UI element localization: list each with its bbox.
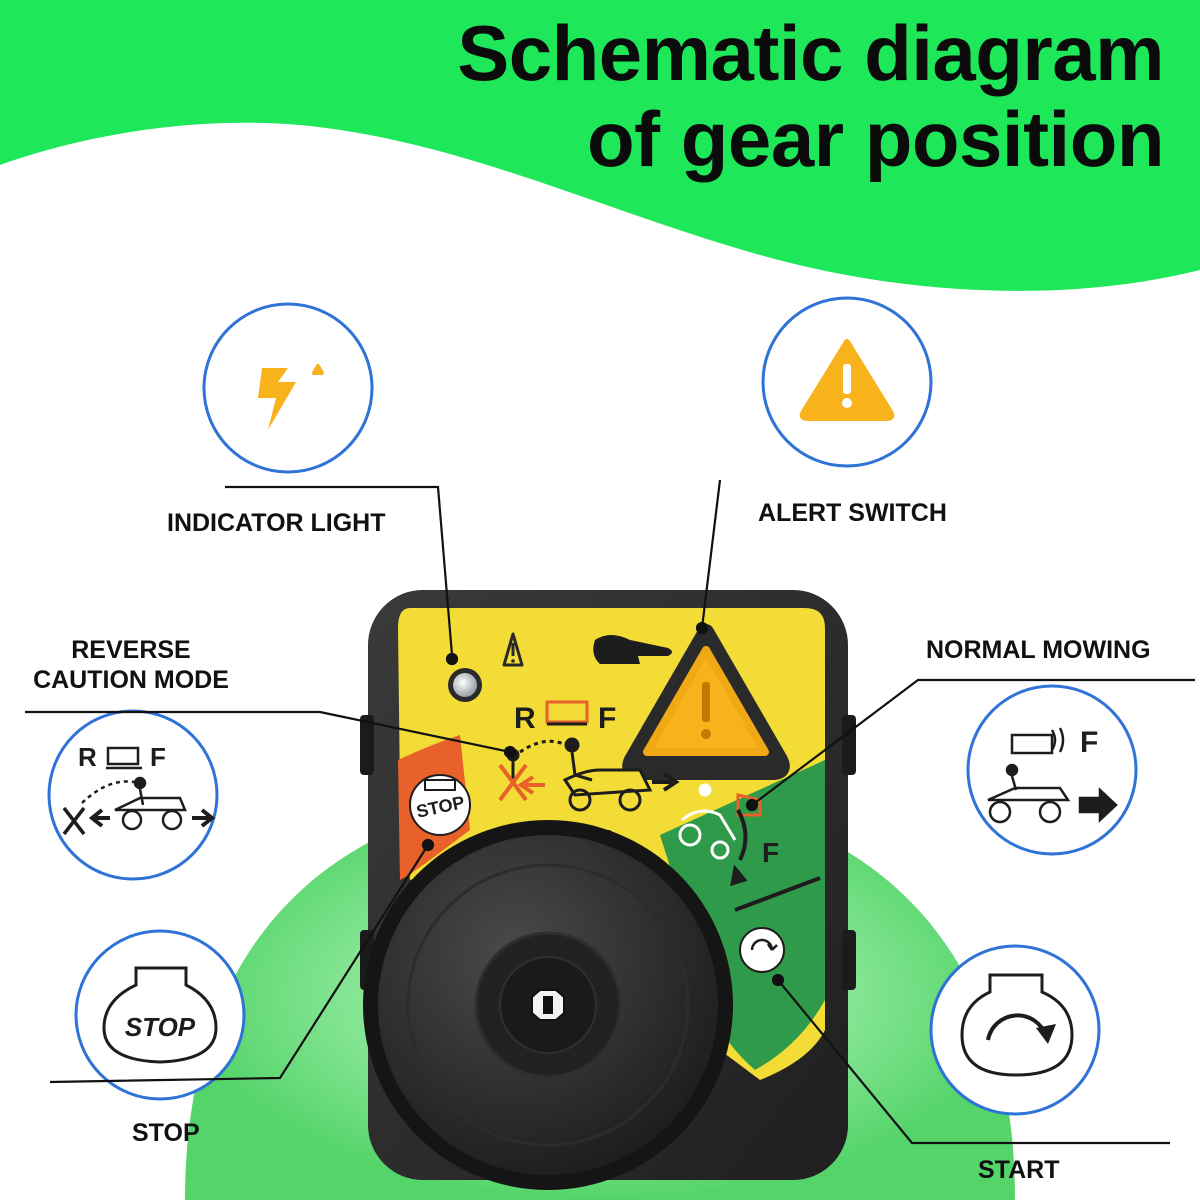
label-normal-mowing: NORMAL MOWING: [926, 636, 1151, 664]
label-reverse-caution-mode: REVERSE CAUTION MODE: [26, 635, 236, 695]
start-badge-icon: [960, 973, 1074, 1077]
right-arrow-icon: [192, 808, 216, 828]
leader-normal-mowing: [751, 678, 1195, 806]
panel-warning-icon: [502, 632, 524, 667]
leader-reverse-caution: [25, 710, 511, 754]
alert-switch-button: [622, 624, 790, 780]
leader-stop: [49, 844, 429, 1084]
key-knob: [363, 820, 733, 1190]
label-indicator-light: INDICATOR LIGHT: [167, 509, 386, 537]
title-line-2: of gear position: [587, 95, 1164, 183]
panel-rf-strip: [545, 700, 589, 726]
stop-badge-icon: [102, 966, 218, 1064]
top-green-banner: [0, 0, 1200, 291]
title-line-1: Schematic diagram: [457, 9, 1164, 97]
forward-arrow-icon: [1078, 787, 1118, 823]
leader-start: [777, 979, 1170, 1145]
leader-indicator-light: [225, 485, 454, 656]
panel-stop-badge: [409, 774, 471, 836]
stop-circle: [74, 929, 246, 1101]
label-start: START: [978, 1156, 1060, 1184]
panel-letter-f: F: [598, 702, 616, 735]
icon-reverse-letter-r: R: [78, 742, 97, 772]
panel-start-badge: [739, 927, 785, 973]
ignition-switch: [360, 590, 856, 1190]
label-alert-switch: ALERT SWITCH: [758, 499, 947, 527]
indicator-light-circle: [202, 302, 374, 474]
label-reverse-line-2: CAUTION MODE: [33, 666, 229, 694]
panel-green-letter-f: F: [762, 837, 779, 868]
leader-lines: [25, 479, 1195, 1145]
icon-stop-text: STOP: [125, 1012, 196, 1042]
hand-press-icon: [593, 635, 672, 664]
icon-mowing-letter-f: F: [1080, 726, 1098, 759]
small-warning-icon: [312, 364, 324, 375]
leader-alert-switch: [700, 479, 722, 629]
lightning-bolt-icon: [258, 368, 296, 430]
normal-mowing-circle: [966, 684, 1138, 856]
icon-reverse-letter-f: F: [150, 742, 166, 772]
left-arrow-icon: [88, 808, 110, 828]
page-title: Schematic diagram of gear position: [457, 10, 1164, 182]
label-stop: STOP: [132, 1119, 200, 1147]
alert-switch-circle: [761, 296, 933, 468]
start-circle: [929, 944, 1101, 1116]
panel-letter-r: R: [514, 702, 536, 735]
label-reverse-line-1: REVERSE: [71, 636, 191, 664]
reverse-caution-circle: [47, 709, 219, 881]
mowing-pictogram: [678, 783, 821, 912]
